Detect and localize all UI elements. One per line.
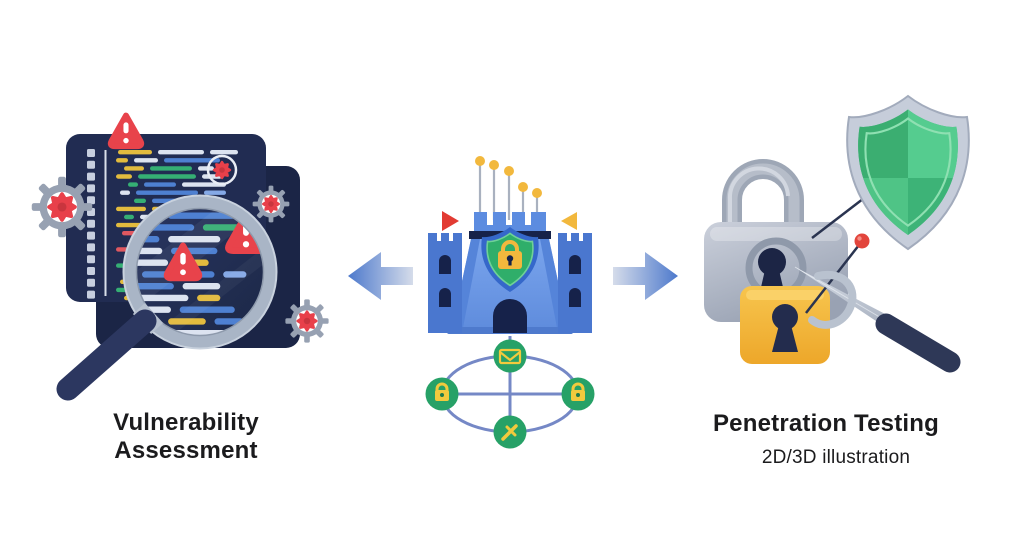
network-node-email <box>493 339 527 373</box>
code-line-segment <box>124 166 144 171</box>
virus-scan-target-icon <box>206 154 238 186</box>
code-line-segment <box>158 150 204 155</box>
code-line-segment <box>198 166 214 171</box>
gutter-square <box>87 196 95 205</box>
code-line-segment <box>120 190 130 195</box>
left-arrow-icon <box>348 252 413 300</box>
gutter-square <box>87 278 95 287</box>
green-shield-icon <box>846 95 970 250</box>
code-line-segment <box>138 174 196 179</box>
code-line-segment <box>116 158 128 163</box>
gutter-square <box>87 149 95 157</box>
magnifier-handle <box>56 309 157 401</box>
yellow-flag-icon <box>561 212 577 230</box>
gutter-square <box>87 243 95 252</box>
code-line-segment <box>144 182 176 187</box>
code-line-segment <box>128 182 138 187</box>
network-node-sword <box>493 415 527 449</box>
code-line-segment <box>134 158 158 163</box>
gutter-square <box>87 267 95 275</box>
virus-gear-icon <box>32 177 92 237</box>
castle-tower-right <box>558 233 592 333</box>
network-node-lock <box>425 377 459 411</box>
virus-gear-icon <box>253 186 290 223</box>
code-line-segment <box>164 158 220 163</box>
code-line-segment <box>116 206 146 212</box>
penetration-illustration <box>704 95 970 373</box>
gutter-square <box>87 160 95 169</box>
right-arrow-icon <box>613 252 678 300</box>
antenna-balls <box>475 156 542 198</box>
vulnerability-assessment-label: Vulnerability Assessment <box>113 409 259 464</box>
network-diagram <box>425 336 595 449</box>
code-line-segment <box>204 190 226 195</box>
gutter-square <box>87 231 95 240</box>
code-line-segment <box>118 150 152 155</box>
gutter-square <box>87 184 95 193</box>
yellow-padlock-icon <box>740 286 830 364</box>
vulnerability-illustration <box>32 95 329 401</box>
red-flag-icon <box>442 211 459 231</box>
code-line-segment <box>210 150 238 155</box>
gutter-square <box>87 255 95 264</box>
warning-triangle-icon <box>111 116 141 147</box>
castle-tower-left <box>428 233 462 333</box>
code-line-segment <box>136 190 198 195</box>
code-line-segment <box>116 174 132 179</box>
code-line-segment <box>150 166 192 171</box>
network-node-lock <box>561 377 595 411</box>
castle-gate <box>493 299 527 333</box>
gutter-square <box>87 219 95 228</box>
castle-illustration <box>428 156 592 334</box>
sword-icon <box>794 266 961 373</box>
penetration-testing-label: Penetration Testing <box>712 410 940 437</box>
illustration-subtitle-label: 2D/3D illustration <box>761 447 911 468</box>
pin-head <box>854 233 870 249</box>
magnifier-rim <box>123 195 277 349</box>
magnifier-icon <box>56 194 278 401</box>
virus-gear-icon <box>285 299 328 342</box>
gutter-square <box>87 172 95 181</box>
code-line-segment <box>134 198 146 203</box>
line-number-gutter <box>87 149 95 299</box>
code-line-segment <box>124 214 134 220</box>
gutter-square <box>87 290 95 299</box>
castle-shield-lock-icon <box>481 227 539 292</box>
castle-antennas <box>478 163 539 220</box>
